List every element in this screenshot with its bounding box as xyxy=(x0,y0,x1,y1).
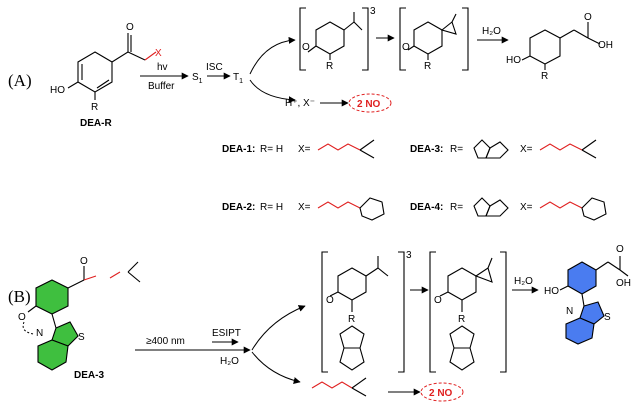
ho-label: HO xyxy=(50,85,65,96)
b-triplet-superscript: 3 xyxy=(406,250,412,261)
b-no-product-ellipse xyxy=(420,382,464,402)
radical-r-label: R xyxy=(326,61,333,72)
no-branch-arrow xyxy=(249,79,296,104)
def-dea1-r: R= H xyxy=(260,144,283,155)
dione-o-label: O xyxy=(402,42,410,53)
dea-3-structure: O O S N xyxy=(18,256,141,371)
b-triplet-biradical: 3 O R xyxy=(321,250,412,373)
wavelength-label: ≥400 nm xyxy=(146,336,185,347)
triplet-biradical: 3 O R xyxy=(299,6,376,72)
green-thiazole-ring xyxy=(51,321,79,347)
diazeniumdiolate-1 xyxy=(317,143,361,151)
b-radical-o: O xyxy=(326,295,334,306)
acid-label: H⁺, X⁻ xyxy=(285,98,315,109)
water-label-b1: H₂O xyxy=(220,356,239,367)
b-acid-ho: HO xyxy=(544,286,559,297)
def-dea3-r: R= xyxy=(450,144,463,155)
dea-definitions: DEA-1: R= H X= DEA-3: R= X= DEA-2: R= H … xyxy=(222,139,607,221)
r-label: R xyxy=(91,102,98,113)
b-dione-o: O xyxy=(434,295,442,306)
dea3-s-label: S xyxy=(78,332,85,343)
acid-ho-label: HO xyxy=(506,55,521,66)
blue-thiazole-ring xyxy=(579,301,605,325)
def-dea1-x: X= xyxy=(298,144,311,155)
dea3-n-label: N xyxy=(36,328,43,339)
diazeniumdiolate-3 xyxy=(539,143,583,151)
water-label-b2: H₂O xyxy=(514,276,533,287)
morpholine-2 xyxy=(581,197,607,221)
no-product-ellipse xyxy=(348,93,392,113)
def-dea3-x: X= xyxy=(520,144,533,155)
def-dea2-name: DEA-2: xyxy=(222,202,255,213)
triplet-superscript: 3 xyxy=(370,6,376,17)
b-phenylacetic-product: O OH HO S N xyxy=(544,244,631,345)
acid-r-label: R xyxy=(541,71,548,82)
dea-r-name: DEA-R xyxy=(80,118,112,129)
def-dea1-name: DEA-1: xyxy=(222,144,255,155)
water-label-a: H₂O xyxy=(482,26,501,37)
def-dea4-r: R= xyxy=(450,202,463,213)
def-dea4-name: DEA-4: xyxy=(410,202,443,213)
b-product-s: S xyxy=(604,312,611,323)
carbonyl-o-label: O xyxy=(126,22,134,33)
dea3-carbonyl-o: O xyxy=(80,256,88,267)
b-no-product-label: 2 NO xyxy=(429,388,453,399)
b-upper-branch xyxy=(251,305,306,351)
blue-phenyl-ring xyxy=(567,261,597,295)
esipt-label: ESIPT xyxy=(212,328,241,339)
diazeniumdiolate-4 xyxy=(539,201,583,209)
panel-b-label: (B) xyxy=(8,287,31,306)
s1-label: S1 xyxy=(192,72,203,85)
b-acid-oh: OH xyxy=(616,278,631,289)
acid-o-label: O xyxy=(584,12,592,23)
acid-oh-label: OH xyxy=(598,40,613,51)
b-radical-r: R xyxy=(348,314,355,325)
def-dea2-r: R= H xyxy=(260,202,283,213)
def-dea4-x: X= xyxy=(520,202,533,213)
dione-r-label: R xyxy=(424,61,431,72)
b-diazeniumdiolate xyxy=(311,381,353,389)
b-lower-branch xyxy=(251,351,301,384)
blue-benzo-ring xyxy=(565,317,595,345)
spirodione-intermediate: O R xyxy=(399,7,469,72)
b-product-n: N xyxy=(566,306,573,317)
panel-a-label: (A) xyxy=(8,71,32,90)
buffer-label: Buffer xyxy=(148,81,175,92)
h-bond-dashed xyxy=(22,321,35,335)
radical-o-label: O xyxy=(302,42,310,53)
phenylacetic-acid-product: O OH HO R xyxy=(506,12,613,82)
green-benzo-ring xyxy=(37,339,69,371)
isc-label: ISC xyxy=(206,62,223,73)
hv-label: hv xyxy=(157,62,168,73)
triplet-branch-arrow xyxy=(249,36,296,75)
diazeniumdiolate-2 xyxy=(317,201,361,209)
green-phenyl-ring xyxy=(35,279,69,315)
t1-label: T1 xyxy=(233,72,243,85)
x-substituent-label: X xyxy=(155,48,162,59)
dea-3-name: DEA-3 xyxy=(74,370,104,381)
b-dione-r: R xyxy=(458,314,465,325)
dea-r-structure: O X HO R xyxy=(50,22,162,113)
def-dea2-x: X= xyxy=(298,202,311,213)
no-product-label: 2 NO xyxy=(357,99,381,110)
def-dea3-name: DEA-3: xyxy=(410,144,443,155)
b-spirodione: O R xyxy=(429,251,507,373)
morpholine-1 xyxy=(359,197,385,221)
b-acid-o: O xyxy=(616,244,624,255)
dea3-o-label: O xyxy=(18,312,26,323)
